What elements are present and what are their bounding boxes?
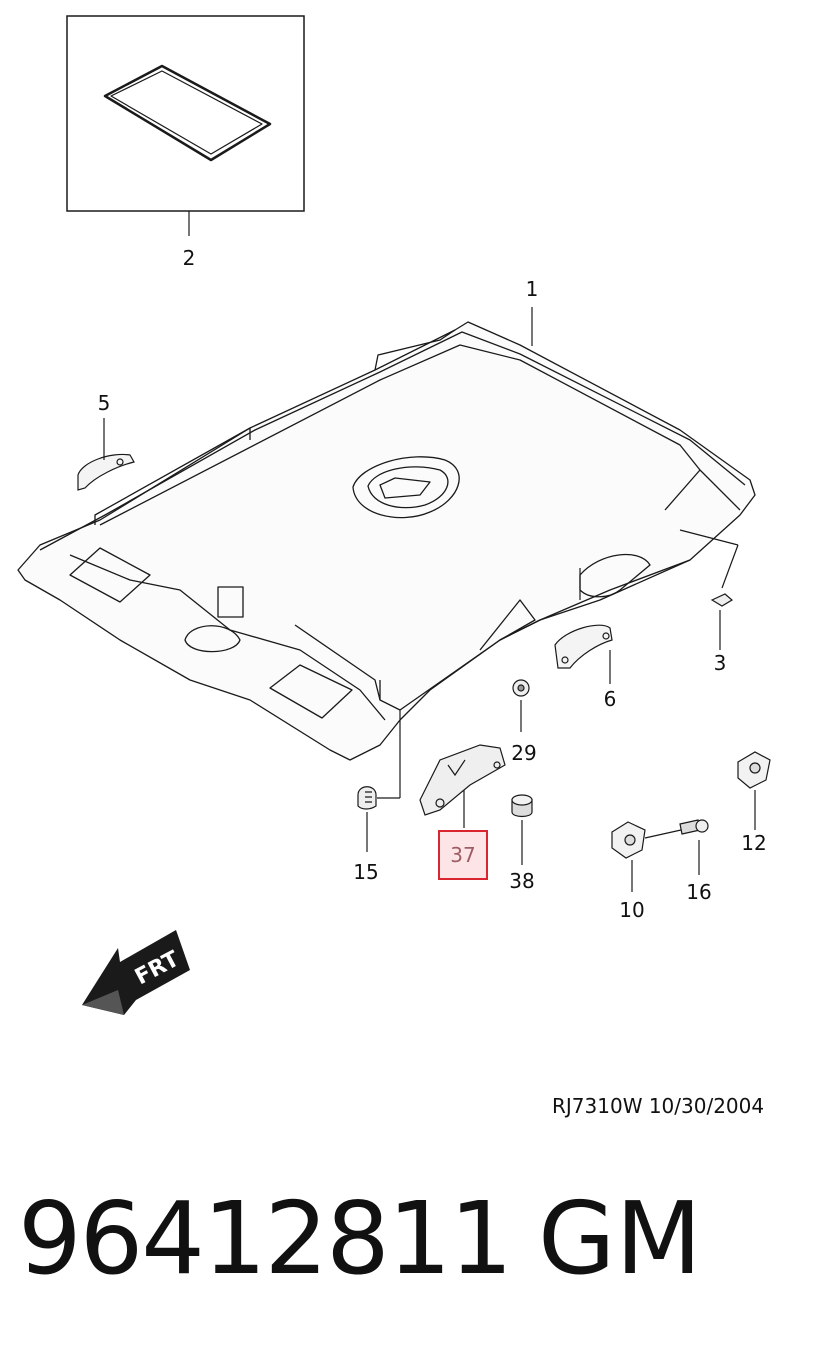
- callout-29: 29: [511, 741, 537, 765]
- callout-15: 15: [353, 860, 379, 884]
- callout-38: 38: [509, 869, 535, 893]
- brand-label: GM: [538, 1180, 702, 1297]
- part-37-bracket: [419, 744, 506, 828]
- part-3-clip: [679, 529, 739, 650]
- part-5-handle: [77, 418, 135, 491]
- part-number: 96412811: [18, 1180, 513, 1297]
- part-29-nut: [512, 679, 530, 732]
- part-38-bumper: [511, 794, 533, 865]
- callout-5: 5: [97, 391, 111, 415]
- headliner-panel: [17, 321, 756, 761]
- callout-12: 12: [741, 831, 767, 855]
- callout-2: 2: [182, 246, 196, 270]
- callout-16: 16: [686, 880, 712, 904]
- part-2-inset: [66, 15, 305, 236]
- callout-3: 3: [713, 651, 727, 675]
- front-arrow-icon: FRT: [82, 930, 190, 1015]
- part-15-clip: [357, 710, 401, 852]
- highlighted-part-37[interactable]: 37: [438, 830, 488, 880]
- callout-6: 6: [603, 687, 617, 711]
- part-10-retainer: [611, 821, 646, 892]
- part-16-screw: [644, 819, 709, 875]
- callout-1: 1: [525, 277, 539, 301]
- part-6-handle: [554, 568, 613, 684]
- drawing-code: RJ7310W 10/30/2004: [552, 1094, 765, 1118]
- part-12-retainer: [737, 751, 771, 830]
- callout-10: 10: [619, 898, 645, 922]
